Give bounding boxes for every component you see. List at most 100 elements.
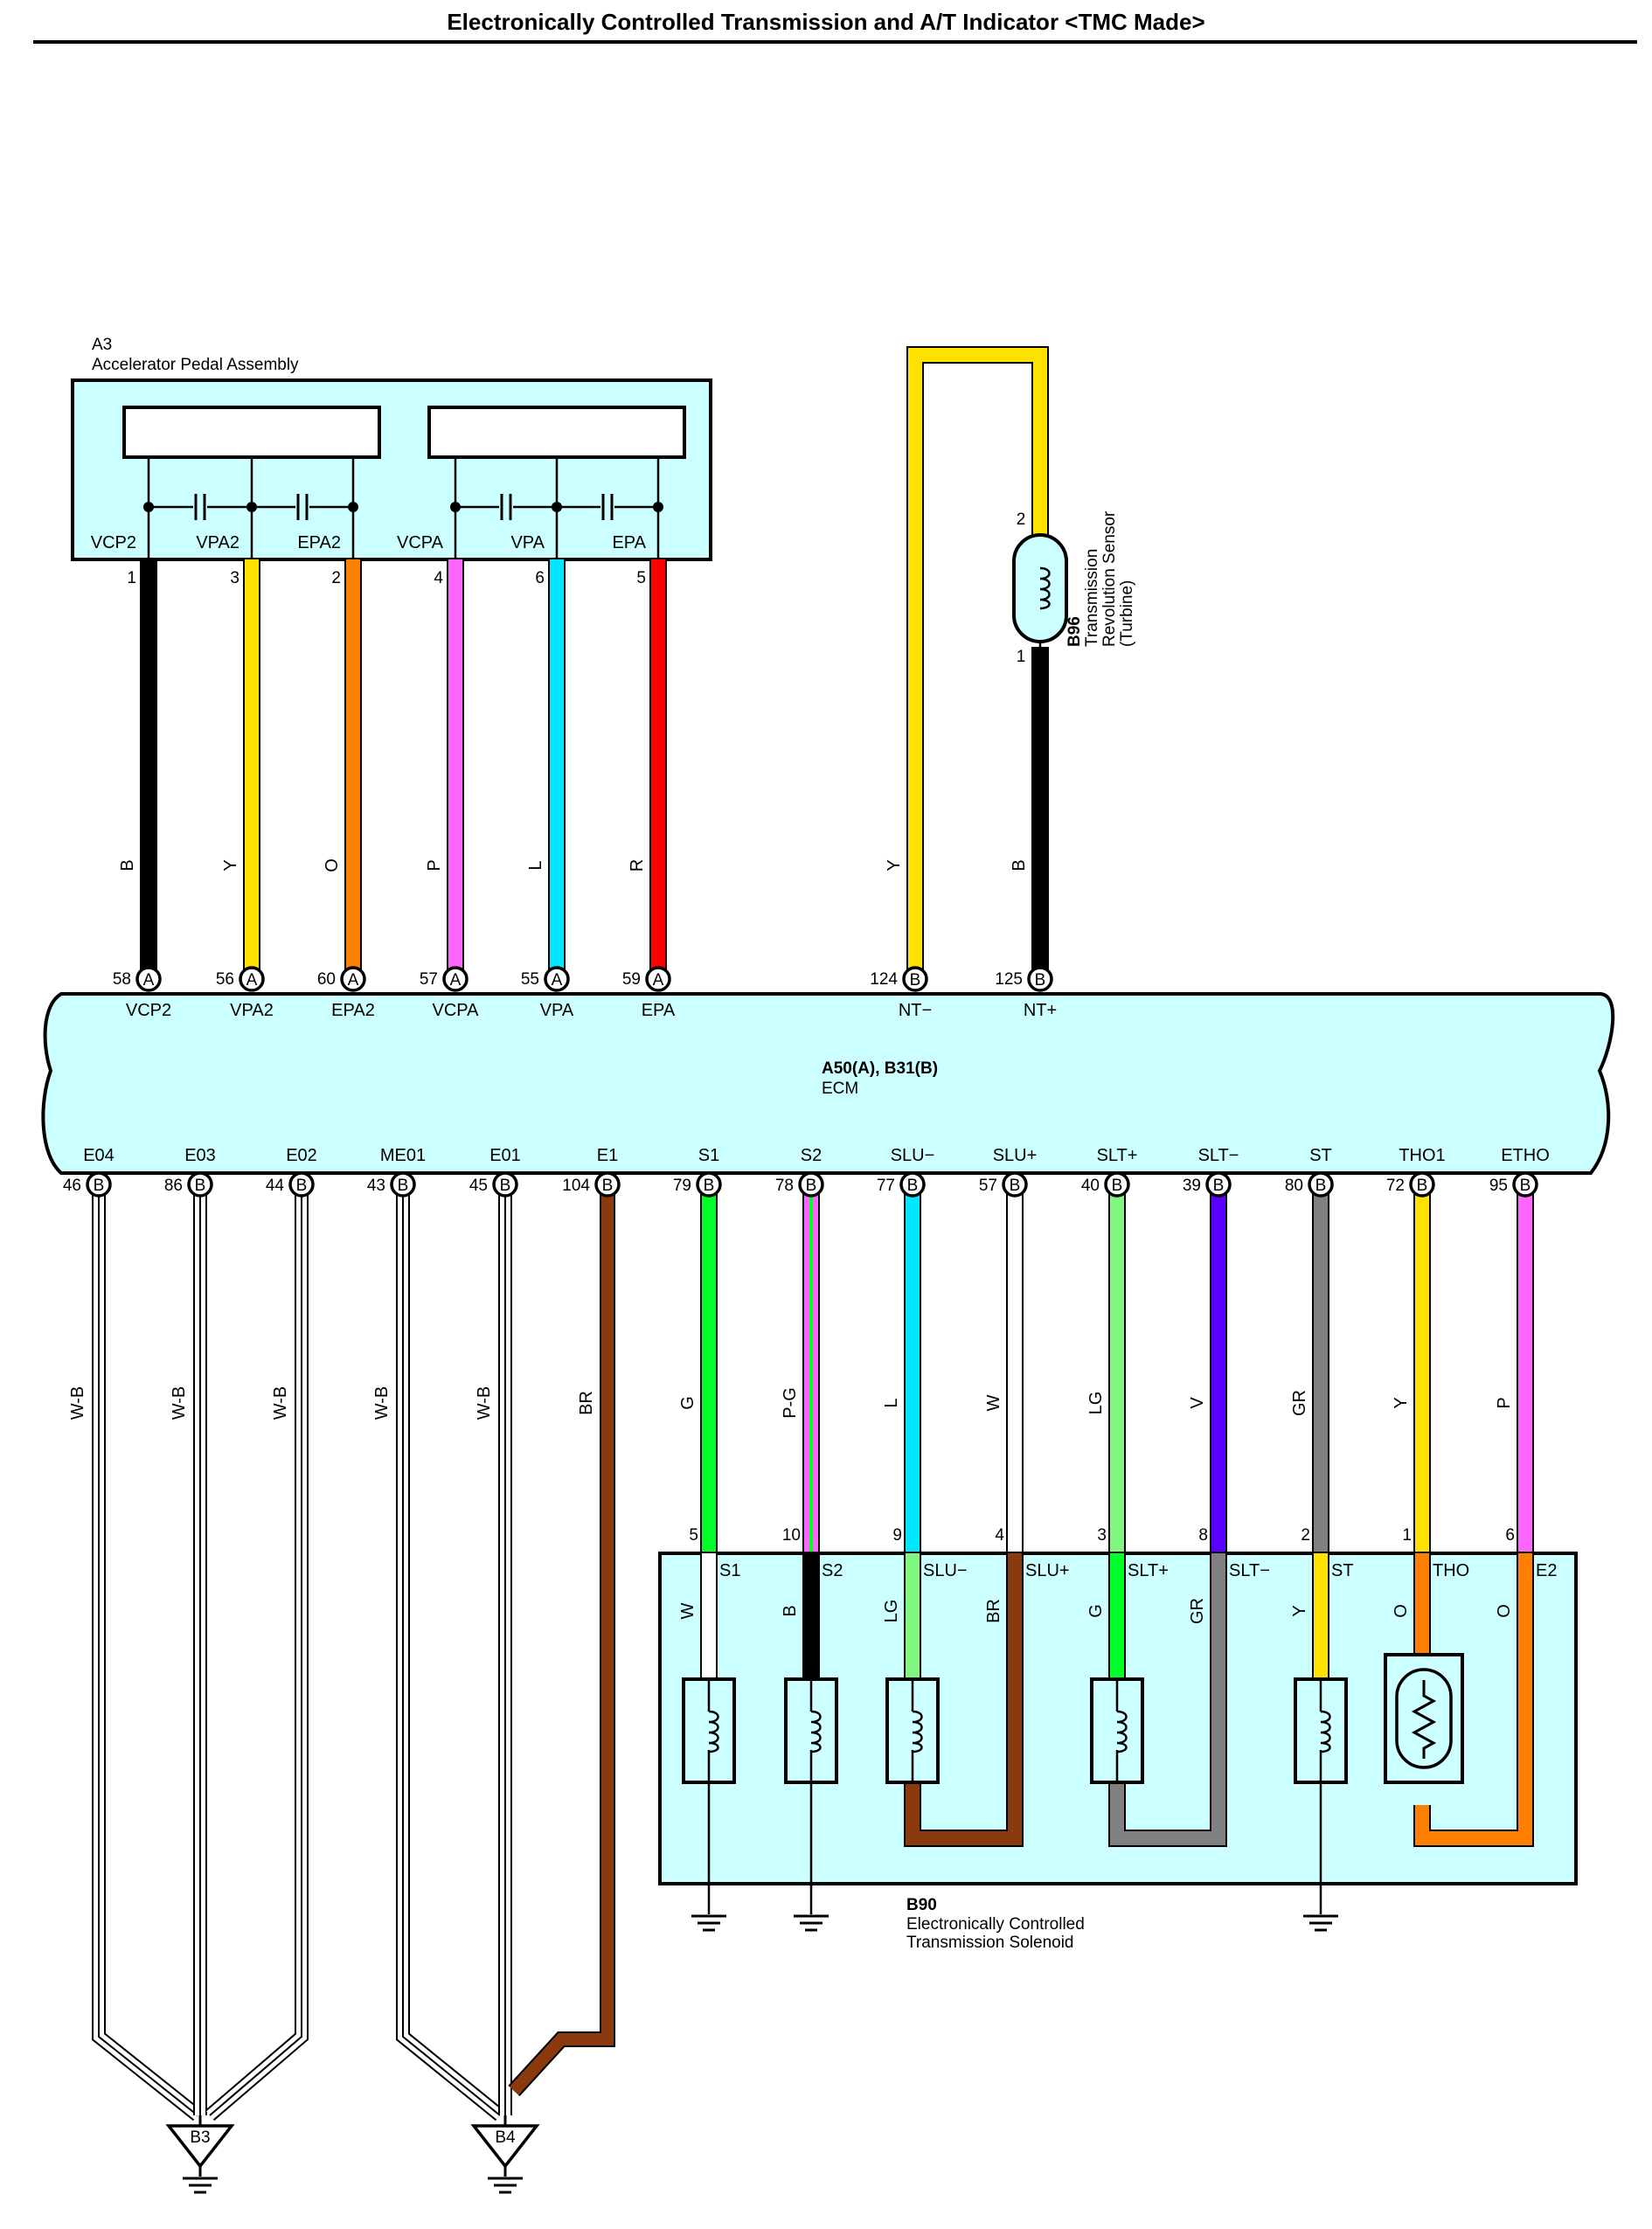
ecm-bot-pin-14: 95 bbox=[1489, 1177, 1508, 1195]
ecm-bot-name-13: THO1 bbox=[1399, 1146, 1445, 1165]
ecm-bot-conn-43-3 bbox=[390, 1171, 416, 1198]
wire-label-bot-0: G bbox=[678, 1396, 698, 1410]
a3-term-vcp2: VCP2 bbox=[91, 533, 136, 552]
wire-e1 bbox=[508, 1184, 615, 2097]
b90-coil-2 bbox=[885, 1677, 940, 1784]
b90-term-5: SLT− bbox=[1229, 1561, 1270, 1580]
ecm-top-pin-56: 56 bbox=[216, 970, 234, 989]
b90-term-0: S1 bbox=[719, 1561, 740, 1580]
ecm-top-name-3: VCPA bbox=[433, 1001, 480, 1020]
wire-nt-minus-fill bbox=[908, 348, 1047, 977]
ecm-top-pin-55: 55 bbox=[521, 970, 539, 989]
ecm-bot-name-2: E02 bbox=[286, 1146, 317, 1165]
a3-dot-5 bbox=[653, 502, 663, 512]
ecm-top-conn-59 bbox=[645, 966, 671, 992]
ecm-bot-conn-86-1 bbox=[187, 1171, 213, 1198]
ecm-bot-pin-2: 44 bbox=[266, 1177, 285, 1195]
wire-e02 bbox=[205, 1184, 309, 2121]
a3-name: Accelerator Pedal Assembly bbox=[92, 356, 299, 374]
wire-label-bot-2: L bbox=[882, 1398, 901, 1407]
b90-wire-label-1: B bbox=[781, 1605, 800, 1616]
ecm-bot-conn-86-1-letter: B bbox=[195, 1177, 206, 1195]
ecm-bot-conn-39-11-letter: B bbox=[1213, 1177, 1225, 1195]
ecm-box bbox=[41, 992, 1615, 1175]
ecm-bot-name-11: SLT− bbox=[1198, 1146, 1239, 1165]
ecm-top-conn-60-letter: A bbox=[348, 971, 359, 990]
b90-wire-label-2: LG bbox=[882, 1600, 901, 1623]
a3-dot-1 bbox=[246, 502, 257, 512]
ground-b3-symbol bbox=[183, 2177, 218, 2194]
b90-term-6: ST bbox=[1331, 1561, 1354, 1580]
a3-pin-3: 3 bbox=[230, 569, 239, 587]
ecm-top-conn-59-letter: A bbox=[653, 971, 664, 990]
ecm-top-pin-59: 59 bbox=[622, 970, 641, 989]
b90-wire-label-0: W bbox=[678, 1602, 698, 1619]
b90-gnd-3 bbox=[1303, 1914, 1338, 1932]
b90-coil-1-winding bbox=[810, 1710, 822, 1753]
b90-thermistor-body bbox=[1395, 1668, 1453, 1769]
a3-dot-0 bbox=[143, 502, 154, 512]
ecm-bot-name-12: ST bbox=[1309, 1146, 1332, 1165]
ground-b4-triangle bbox=[470, 2124, 540, 2169]
b90-pin-5: 5 bbox=[689, 1526, 698, 1545]
a3-term-epa2: EPA2 bbox=[297, 533, 341, 552]
b90-coil-4 bbox=[1294, 1677, 1348, 1784]
wire-label-e1: BR bbox=[577, 1391, 596, 1415]
wire-label-bot-4: LG bbox=[1086, 1392, 1106, 1415]
a3-dot-2 bbox=[348, 502, 358, 512]
wire-label-vpa: L bbox=[526, 860, 545, 870]
b96-line-2: (Turbine) bbox=[1118, 580, 1136, 647]
a3-pin-2: 2 bbox=[331, 569, 341, 587]
b90-wire-slu-plus bbox=[904, 1553, 1024, 1847]
wire-label-nt-7: B bbox=[1010, 859, 1029, 871]
ground-b3-triangle bbox=[165, 2124, 235, 2169]
b90-term-8: E2 bbox=[1536, 1561, 1557, 1580]
b90-coil-2-winding bbox=[912, 1710, 923, 1753]
ecm-bot-pin-11: 39 bbox=[1183, 1177, 1201, 1195]
ecm-top-pin-60: 60 bbox=[317, 970, 336, 989]
title-rule bbox=[33, 40, 1637, 44]
ecm-bot-conn-95-14-letter: B bbox=[1520, 1177, 1531, 1195]
wire-label-bot-1: P-G bbox=[781, 1387, 800, 1419]
wire-label-me01: W-B bbox=[372, 1386, 392, 1420]
a3-pin-5: 5 bbox=[636, 569, 646, 587]
ecm-top-name-2: EPA2 bbox=[331, 1001, 375, 1020]
ecm-bot-pin-5: 104 bbox=[562, 1177, 590, 1195]
ecm-top-conn-125-letter: B bbox=[1035, 971, 1046, 990]
wire-label-bot-7: Y bbox=[1392, 1397, 1411, 1408]
b90-term-7: THO bbox=[1433, 1561, 1469, 1580]
b90-wire-label-7: O bbox=[1392, 1604, 1411, 1618]
wire-e02-fill bbox=[206, 1184, 307, 2120]
wire-me01-stripe bbox=[402, 1184, 501, 2116]
b96-pin-1: 1 bbox=[1017, 648, 1026, 666]
a3-term-vpa2: VPA2 bbox=[196, 533, 239, 552]
a3-sensor-2 bbox=[427, 406, 686, 459]
b96-pin-2: 2 bbox=[1017, 510, 1026, 529]
b90-term-2: SLU− bbox=[923, 1561, 968, 1580]
ecm-top-name-4: VPA bbox=[540, 1001, 574, 1020]
ecm-top-conn-58 bbox=[135, 966, 162, 992]
wire-label-bot-3: W bbox=[984, 1394, 1003, 1411]
ecm-bot-name-10: SLT+ bbox=[1097, 1146, 1138, 1165]
a3-sensor-1 bbox=[122, 406, 381, 459]
ecm-bot-pin-7: 78 bbox=[775, 1177, 794, 1195]
ecm-bot-conn-95-14 bbox=[1512, 1171, 1538, 1198]
b90-wire-slt-minus-fill bbox=[1110, 1553, 1225, 1845]
wire-e1-fill bbox=[509, 1184, 614, 2095]
b90-wire-label-4: G bbox=[1086, 1604, 1106, 1618]
ecm-top-conn-56-letter: A bbox=[246, 971, 258, 990]
wire-label-e03: W-B bbox=[170, 1386, 189, 1420]
ecm-bot-conn-72-13 bbox=[1409, 1171, 1435, 1198]
a3-code: A3 bbox=[92, 336, 112, 354]
b90-pin-1: 1 bbox=[1402, 1526, 1412, 1545]
b90-term-3: SLU+ bbox=[1025, 1561, 1070, 1580]
wire-label-bot-5: V bbox=[1188, 1397, 1207, 1409]
a3-dot-4 bbox=[552, 502, 562, 512]
b90-wire-e2-fill bbox=[1415, 1553, 1532, 1845]
ecm-bot-name-1: E03 bbox=[184, 1146, 216, 1165]
b90-gnd-2 bbox=[794, 1914, 829, 1932]
ecm-bot-conn-46-0 bbox=[86, 1171, 112, 1198]
b90-line-0: Electronically Controlled bbox=[906, 1915, 1085, 1934]
ecm-bot-conn-78-7-letter: B bbox=[806, 1177, 817, 1195]
